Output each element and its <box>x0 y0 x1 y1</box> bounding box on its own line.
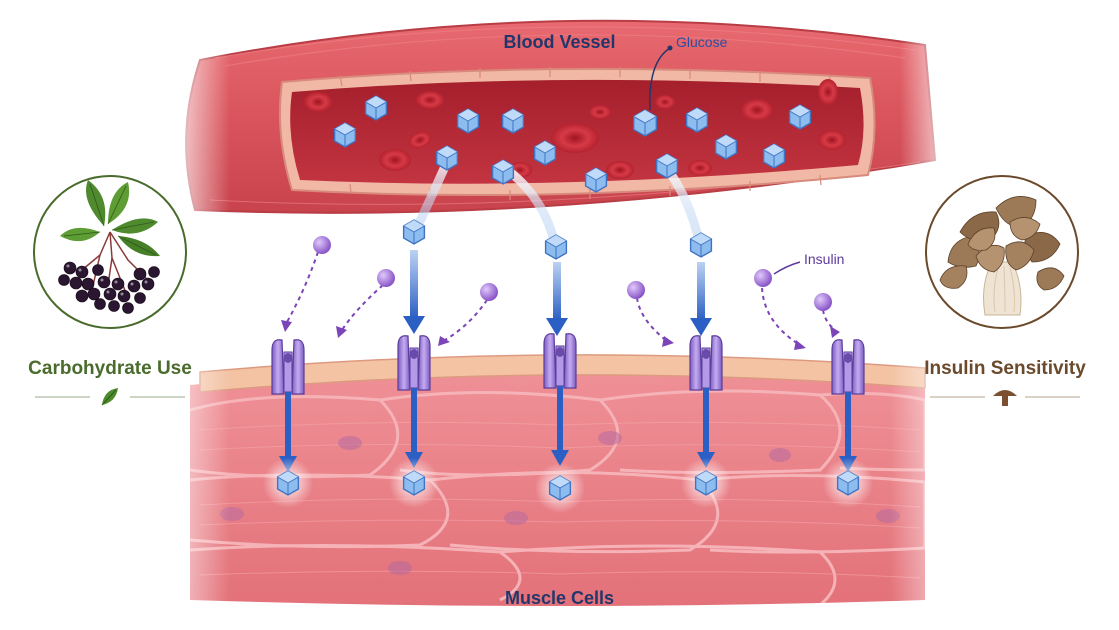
insulin-label: Insulin <box>804 251 845 267</box>
glucose-molecule <box>788 104 812 130</box>
glucose-label: Glucose <box>676 34 728 50</box>
blood-vessel <box>185 19 937 250</box>
glucose-molecule <box>762 143 786 169</box>
glut4-transporter <box>543 333 577 389</box>
right-benefit-panel <box>925 175 1080 406</box>
glucose-molecule <box>836 470 860 496</box>
glucose-leader-line <box>649 47 671 111</box>
glucose-molecule <box>655 153 679 179</box>
glucose-entry-arrows <box>403 250 712 336</box>
elderberry-cluster-icon <box>58 180 160 314</box>
glucose-molecule <box>276 470 300 496</box>
insulin-paths <box>286 251 836 346</box>
glut4-transporter <box>831 339 865 395</box>
glucose-molecule <box>689 232 713 258</box>
carbohydrate-use-title: Carbohydrate Use <box>28 358 192 379</box>
red-blood-cells <box>304 79 846 179</box>
glucose-molecules <box>262 95 874 514</box>
glucose-molecule <box>491 159 515 185</box>
glut4-transporter <box>689 335 723 391</box>
insulin-molecules <box>313 236 832 311</box>
glut4-transporter <box>271 339 305 395</box>
glucose-molecule <box>402 470 426 496</box>
glucose-molecule <box>501 108 525 134</box>
glucose-molecule <box>694 470 718 496</box>
insulin-sensitivity-title: Insulin Sensitivity <box>924 358 1086 379</box>
glucose-molecule <box>333 122 357 148</box>
insulin-receptors <box>271 333 865 395</box>
glucose-molecule <box>685 107 709 133</box>
glucose-molecule <box>584 167 608 193</box>
glucose-molecule <box>402 219 426 245</box>
glucose-molecule <box>456 108 480 134</box>
maitake-mushroom-icon <box>939 196 1065 316</box>
glucose-molecule <box>633 109 657 137</box>
glucose-molecule <box>714 134 738 160</box>
muscle-cells-label: Muscle Cells <box>504 588 615 608</box>
glucose-molecule <box>364 95 388 121</box>
muscle-cell-nuclei <box>220 431 900 575</box>
insulin-leader-line <box>773 261 801 275</box>
mushroom-icon <box>993 390 1017 406</box>
insulin-path-heads <box>281 320 840 350</box>
left-benefit-panel <box>33 175 187 406</box>
leaf-icon <box>101 388 118 406</box>
glucose-molecule <box>544 234 568 260</box>
glucose-molecule <box>533 140 557 166</box>
blood-vessel-label: Blood Vessel <box>503 32 616 52</box>
glut4-transporter <box>397 335 431 391</box>
glucose-molecule <box>435 145 459 171</box>
glucose-molecule <box>548 475 572 501</box>
